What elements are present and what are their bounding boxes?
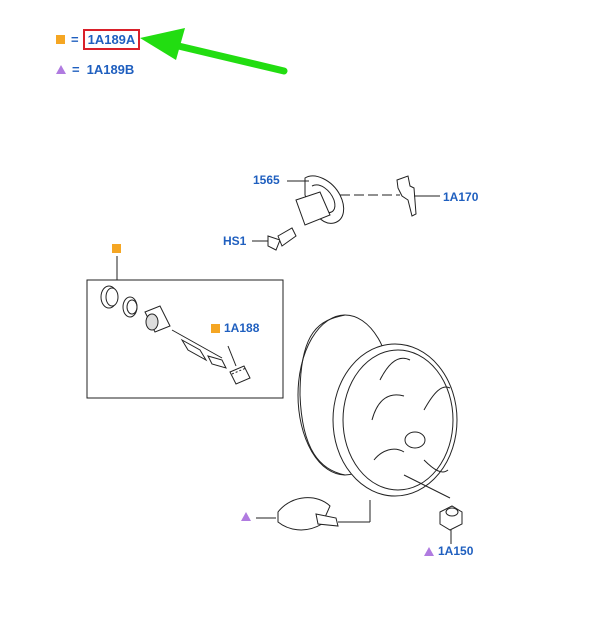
part-number-1565[interactable]: 1565 <box>253 173 280 187</box>
orange-square-icon <box>211 323 220 333</box>
wheel-rim[interactable] <box>297 314 458 497</box>
equals-sign: = <box>72 62 80 77</box>
purple-triangle-icon <box>56 65 66 74</box>
purple-triangle-icon <box>241 512 251 521</box>
screw-hs1-part[interactable] <box>252 227 297 251</box>
valve-kit-box <box>86 256 284 399</box>
valve-stem[interactable] <box>171 329 227 369</box>
part-number-1a188[interactable]: 1A188 <box>224 321 260 335</box>
part-number-1a170[interactable]: 1A170 <box>443 190 479 204</box>
nut-1a150[interactable] <box>403 474 463 544</box>
clip-1a170-part[interactable] <box>396 175 440 217</box>
label-1a170[interactable]: 1A170 <box>443 190 478 204</box>
label-sensor <box>241 512 251 521</box>
purple-triangle-icon <box>424 546 434 556</box>
part-number-hs1[interactable]: HS1 <box>223 234 247 248</box>
valve-nut[interactable] <box>144 305 171 333</box>
orange-square-icon <box>112 244 121 253</box>
tpms-sensor[interactable] <box>256 497 371 531</box>
bracket-1565-part[interactable] <box>287 175 400 226</box>
label-hs1[interactable]: HS1 <box>223 234 246 248</box>
legend-code-triangle[interactable]: 1A189B <box>86 62 135 77</box>
valve-grommets[interactable] <box>100 285 138 318</box>
valve-cap-1a188[interactable] <box>227 345 251 385</box>
part-number-1a150[interactable]: 1A150 <box>438 544 474 558</box>
legend-code-square[interactable]: 1A189A <box>82 29 141 50</box>
legend-row-triangle: = 1A189B <box>56 62 137 77</box>
label-1a150[interactable]: 1A150 <box>424 544 473 558</box>
label-valve-kit <box>112 244 121 253</box>
equals-sign: = <box>71 32 79 47</box>
green-arrow-icon <box>140 28 288 75</box>
label-1565[interactable]: 1565 <box>253 173 280 187</box>
label-1a188[interactable]: 1A188 <box>211 321 259 335</box>
orange-square-icon <box>56 35 65 44</box>
legend-row-square: = 1A189A <box>56 29 141 50</box>
